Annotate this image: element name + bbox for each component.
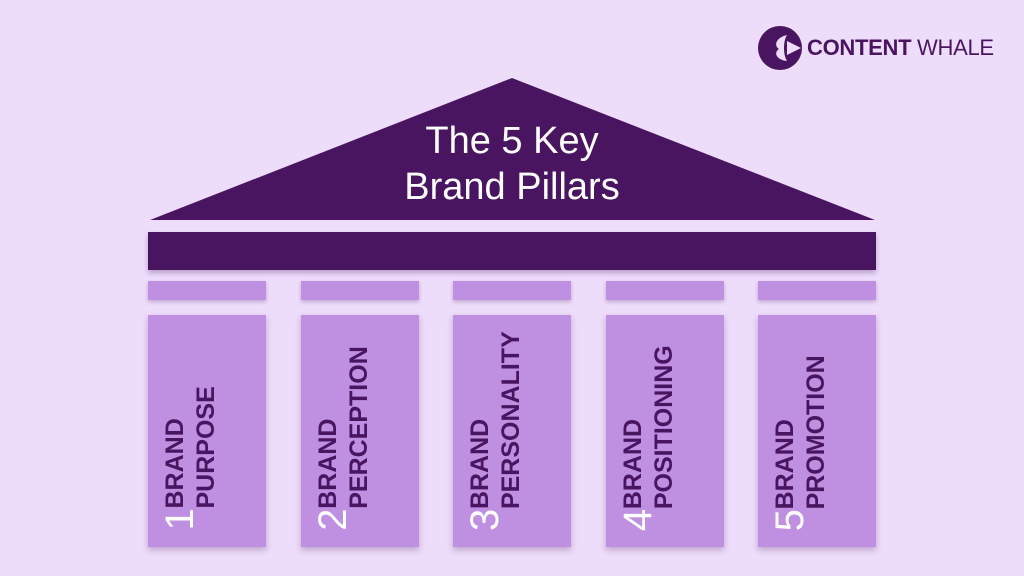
content-whale-logo: CONTENT WHALE xyxy=(757,25,994,71)
pillar-number: 2 xyxy=(311,508,355,531)
pillar-number: 4 xyxy=(616,508,660,531)
diagram-title: The 5 Key Brand Pillars xyxy=(312,118,712,210)
logo-text: CONTENT WHALE xyxy=(807,35,994,60)
pillar-cap xyxy=(148,281,266,300)
title-line-1: The 5 Key xyxy=(425,120,599,162)
pillar-cap xyxy=(758,281,876,300)
title-line-2: Brand Pillars xyxy=(404,166,620,208)
pillar-number: 3 xyxy=(463,508,507,531)
pillar-number: 1 xyxy=(158,508,202,531)
pillar-cap xyxy=(606,281,724,300)
pillar-cap xyxy=(301,281,419,300)
pillar-cap xyxy=(453,281,571,300)
whale-logo-icon xyxy=(758,26,802,70)
pillar-number: 5 xyxy=(768,508,812,531)
roof-beam xyxy=(148,232,876,270)
